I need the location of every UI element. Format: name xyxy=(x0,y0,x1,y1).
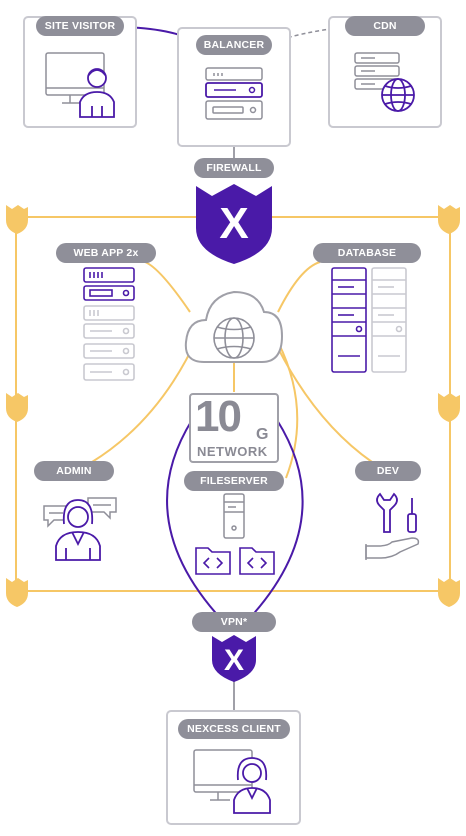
cloud-icon xyxy=(184,290,284,363)
web-app-label: WEB APP 2x xyxy=(56,243,156,263)
vpn-label: VPN* xyxy=(192,612,276,632)
code-folder-icon xyxy=(195,547,231,575)
network-speed-number: 10 xyxy=(195,392,242,441)
web-app-servers-icon xyxy=(83,267,135,381)
fileserver-label: FILESERVER xyxy=(184,471,284,491)
internet-globe-icon xyxy=(213,317,255,359)
admin-chat-icon xyxy=(43,497,117,528)
shield-icon xyxy=(6,578,28,607)
fileserver-tower-icon xyxy=(223,493,245,539)
client-label: NEXCESS CLIENT xyxy=(178,719,290,739)
admin-person-icon xyxy=(55,499,101,561)
balancer-server-icon xyxy=(205,67,263,120)
shield-icon xyxy=(438,205,460,234)
client-person-icon xyxy=(233,757,271,814)
vpn-tunnel xyxy=(166,419,304,621)
dev-hand-icon xyxy=(365,537,420,560)
dev-label: DEV xyxy=(355,461,421,481)
dev-tools-icon xyxy=(376,492,417,533)
database-label: DATABASE xyxy=(313,243,421,263)
database-servers-icon xyxy=(331,267,407,373)
visitor-person-icon xyxy=(79,68,115,118)
admin-label: ADMIN xyxy=(34,461,114,481)
shield-icon xyxy=(438,578,460,607)
network-speed-unit: G xyxy=(256,426,269,443)
cdn-label: CDN xyxy=(345,16,425,36)
shield-icon xyxy=(6,205,28,234)
code-folder-icon xyxy=(239,547,275,575)
network-word: NETWORK xyxy=(197,444,268,459)
site-visitor-label: SITE VISITOR xyxy=(36,16,124,36)
shield-icon xyxy=(438,393,460,422)
firewall-shield-letter: X xyxy=(219,199,248,248)
cdn-globe-icon xyxy=(381,78,415,112)
corner-shield-icons xyxy=(6,205,460,607)
vpn-shield-letter: X xyxy=(224,644,244,677)
firewall-shield-icon xyxy=(196,184,272,264)
network-box xyxy=(189,393,279,463)
vpn-shield-icon xyxy=(212,635,256,682)
balancer-label: BALANCER xyxy=(196,35,272,55)
firewall-label: FIREWALL xyxy=(194,158,274,178)
shield-icon xyxy=(6,393,28,422)
